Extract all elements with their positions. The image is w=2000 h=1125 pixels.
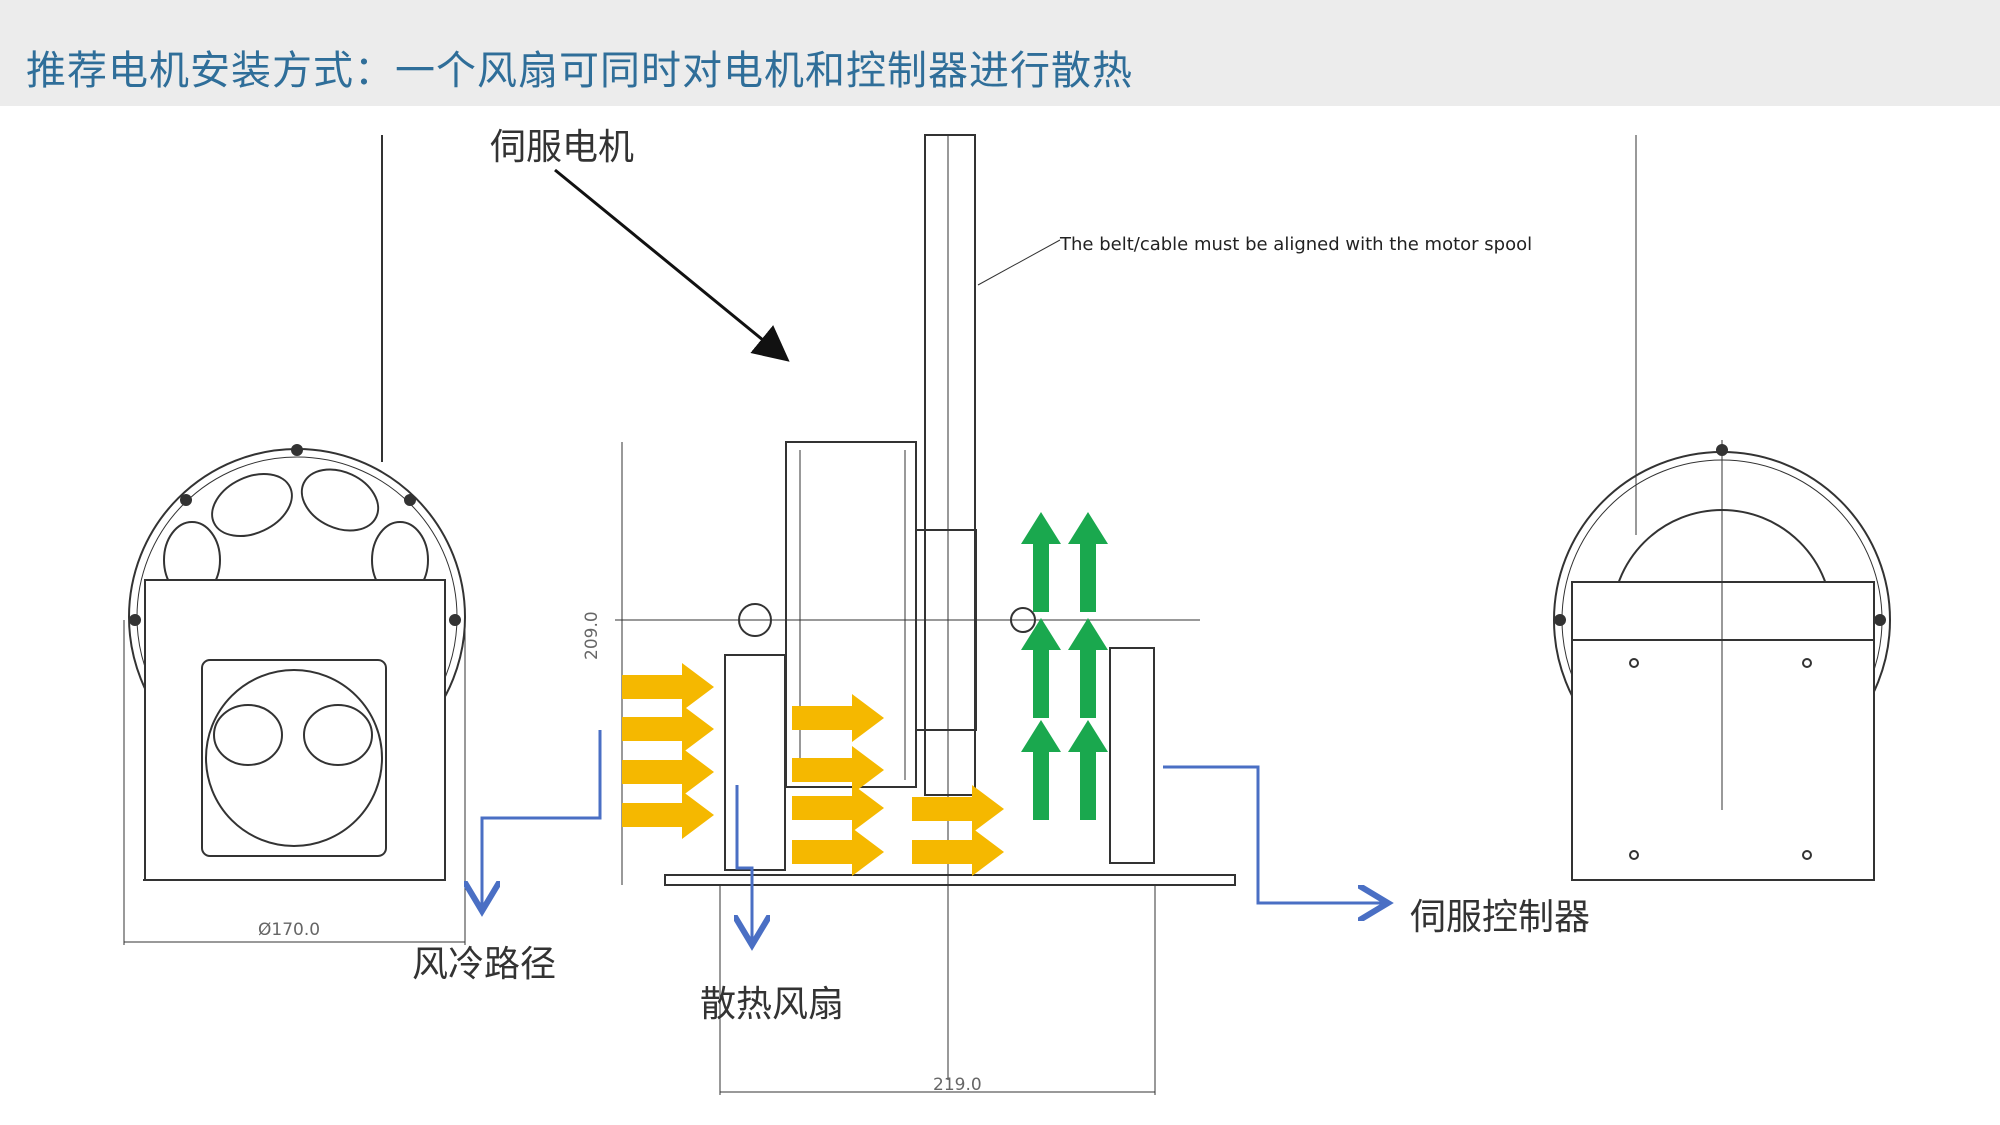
title-bar (0, 0, 2000, 106)
label-cooling-fan: 散热风扇 (700, 984, 845, 1025)
air-path-callout (482, 730, 602, 908)
dimension-diameter: Ø170.0 (258, 920, 321, 940)
airflow-arrows-in (622, 663, 1004, 876)
label-air-path: 风冷路径 (412, 944, 557, 985)
airflow-arrows-up (1021, 512, 1108, 820)
dimension-width: 219.0 (933, 1075, 982, 1095)
dimension-height: 209.0 (582, 611, 602, 660)
rear-view (1553, 135, 1891, 881)
label-servo-controller: 伺服控制器 (1410, 897, 1591, 938)
page-title: 推荐电机安装方式：一个风扇可同时对电机和控制器进行散热 (26, 48, 1133, 94)
belt-alignment-note: The belt/cable must be aligned with the … (1060, 234, 1533, 255)
label-servo-motor: 伺服电机 (490, 127, 635, 168)
controller-callout (1163, 765, 1385, 903)
front-view (123, 135, 466, 945)
cooling-fan-callout (737, 785, 752, 942)
servo-motor-pointer (554, 168, 790, 362)
